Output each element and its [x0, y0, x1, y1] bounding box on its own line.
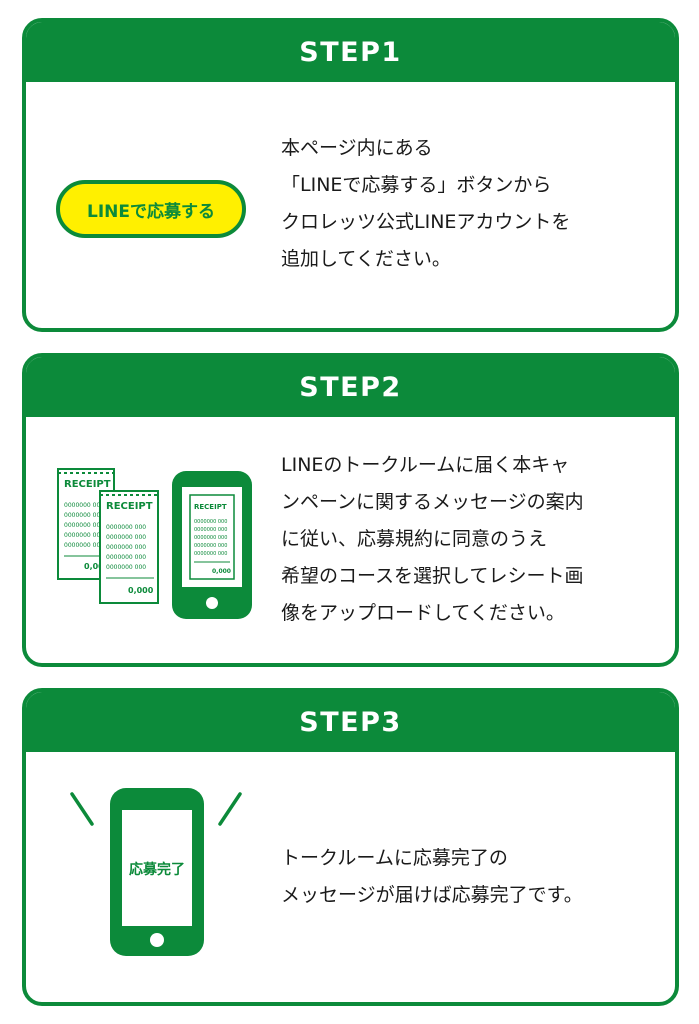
step3-body: 応募完了 トークルームに応募完了の メッセージが届けば応募完了です。: [26, 752, 675, 1002]
phone-receipt-row: 0000000 000: [194, 551, 227, 557]
phone-screen: [122, 810, 192, 926]
step2-title: STEP2: [26, 357, 675, 417]
step2-card: STEP2 RECEIPT 0000000 000 0000000 000 00…: [22, 353, 679, 667]
phone-receipt-row: 0000000 000: [194, 519, 227, 525]
receipt-back-label: RECEIPT: [64, 479, 111, 490]
phone-receipt-row: 0000000 000: [194, 535, 227, 541]
step3-card: STEP3 応募完了 トークルームに応募完了の メッセージが届けば応募完了です。: [22, 688, 679, 1006]
phone-receipt-row: 0000000 000: [194, 527, 227, 533]
receipt-front-row: 0000000 000: [106, 554, 146, 561]
step3-description: トークルームに応募完了の メッセージが届けば応募完了です。: [281, 847, 583, 906]
receipt-icon: RECEIPT 0000000 000 0000000 000 0000000 …: [57, 468, 252, 619]
line-apply-button-label: LINEで応募する: [87, 201, 215, 222]
smartphone-icon: RECEIPT 0000000 000 0000000 000 0000000 …: [172, 471, 252, 619]
step2-body: RECEIPT 0000000 000 0000000 000 0000000 …: [26, 417, 675, 663]
phone-home-button: [150, 933, 164, 947]
receipt-front-row: 0000000 000: [106, 564, 146, 571]
phone-complete-label: 応募完了: [129, 861, 185, 878]
receipt-back-row: 0000000 000: [64, 502, 104, 509]
sparkle-left: [70, 792, 94, 826]
phone-receipt-total: 0,000: [212, 568, 231, 575]
phone-receipt-label: RECEIPT: [194, 503, 227, 511]
step3-title: STEP3: [26, 692, 675, 752]
step2-description: LINEのトークルームに届く本キャ ンペーンに関するメッセージの案内 に従い、応…: [281, 454, 584, 624]
step1-description: 本ページ内にある 「LINEで応募する」ボタンから クロレッツ公式LINEアカウ…: [281, 137, 571, 270]
receipt-front-row: 0000000 000: [106, 534, 146, 541]
receipt-front-row: 0000000 000: [106, 544, 146, 551]
receipt-front-label: RECEIPT: [106, 501, 153, 512]
step1-body: LINEで応募する 本ページ内にある 「LINEで応募する」ボタンから クロレッ…: [26, 82, 675, 328]
receipt-front: RECEIPT 0000000 000 0000000 000 0000000 …: [99, 490, 159, 604]
receipt-front-row: 0000000 000: [106, 524, 146, 531]
receipt-back-total: 0,000: [84, 562, 110, 571]
receipt-back-row: 0000000 000: [64, 542, 104, 549]
receipt-back-row: 0000000 000: [64, 512, 104, 519]
sparkle-right: [218, 792, 242, 826]
line-apply-button-illustration: LINEで応募する: [56, 180, 246, 238]
step1-title: STEP1: [26, 22, 675, 82]
receipt-front-total: 0,000: [128, 586, 154, 595]
receipt-back-row: 0000000 000: [64, 532, 104, 539]
receipt-back-row: 0000000 000: [64, 522, 104, 529]
step1-card: STEP1 LINEで応募する 本ページ内にある 「LINEで応募する」ボタンか…: [22, 18, 679, 332]
phone-receipt-row: 0000000 000: [194, 543, 227, 549]
smartphone-complete-icon: 応募完了: [70, 788, 242, 956]
